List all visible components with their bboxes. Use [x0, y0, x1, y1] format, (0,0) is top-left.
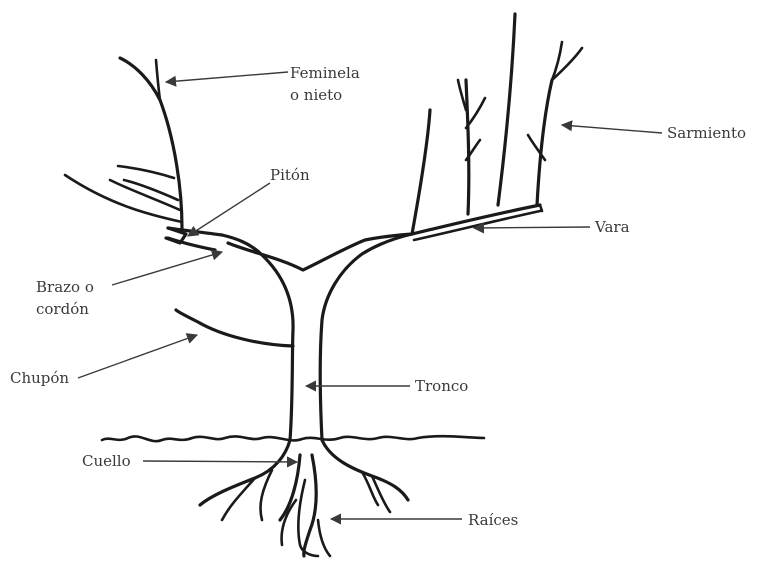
- label-sarmiento: Sarmiento: [667, 124, 746, 142]
- arrow-feminela: [166, 72, 288, 82]
- arrow-piton: [188, 183, 270, 236]
- arrow-chupon: [78, 335, 197, 378]
- label-brazo-line1: Brazo o: [36, 278, 94, 296]
- label-tronco: Tronco: [415, 377, 468, 395]
- label-chupon: Chupón: [10, 369, 69, 387]
- label-brazo-line2: cordón: [36, 300, 89, 318]
- label-piton: Pitón: [270, 166, 310, 184]
- label-feminela-line1: Feminela: [290, 64, 360, 82]
- right-arm: [412, 205, 542, 240]
- trunk: [222, 234, 412, 440]
- arrow-brazo: [112, 252, 222, 285]
- arrow-vara: [474, 227, 590, 228]
- label-feminela-line2: o nieto: [290, 86, 342, 104]
- roots: [200, 440, 408, 556]
- label-cuello: Cuello: [82, 452, 131, 470]
- arrow-cuello: [143, 461, 297, 462]
- water-shoot: [176, 310, 293, 346]
- arrow-sarmiento: [562, 125, 662, 133]
- label-vara: Vara: [594, 218, 630, 236]
- right-shoots: [412, 14, 582, 234]
- ground-line: [102, 436, 484, 441]
- label-raices: Raíces: [468, 511, 518, 529]
- left-shoot: [65, 58, 182, 228]
